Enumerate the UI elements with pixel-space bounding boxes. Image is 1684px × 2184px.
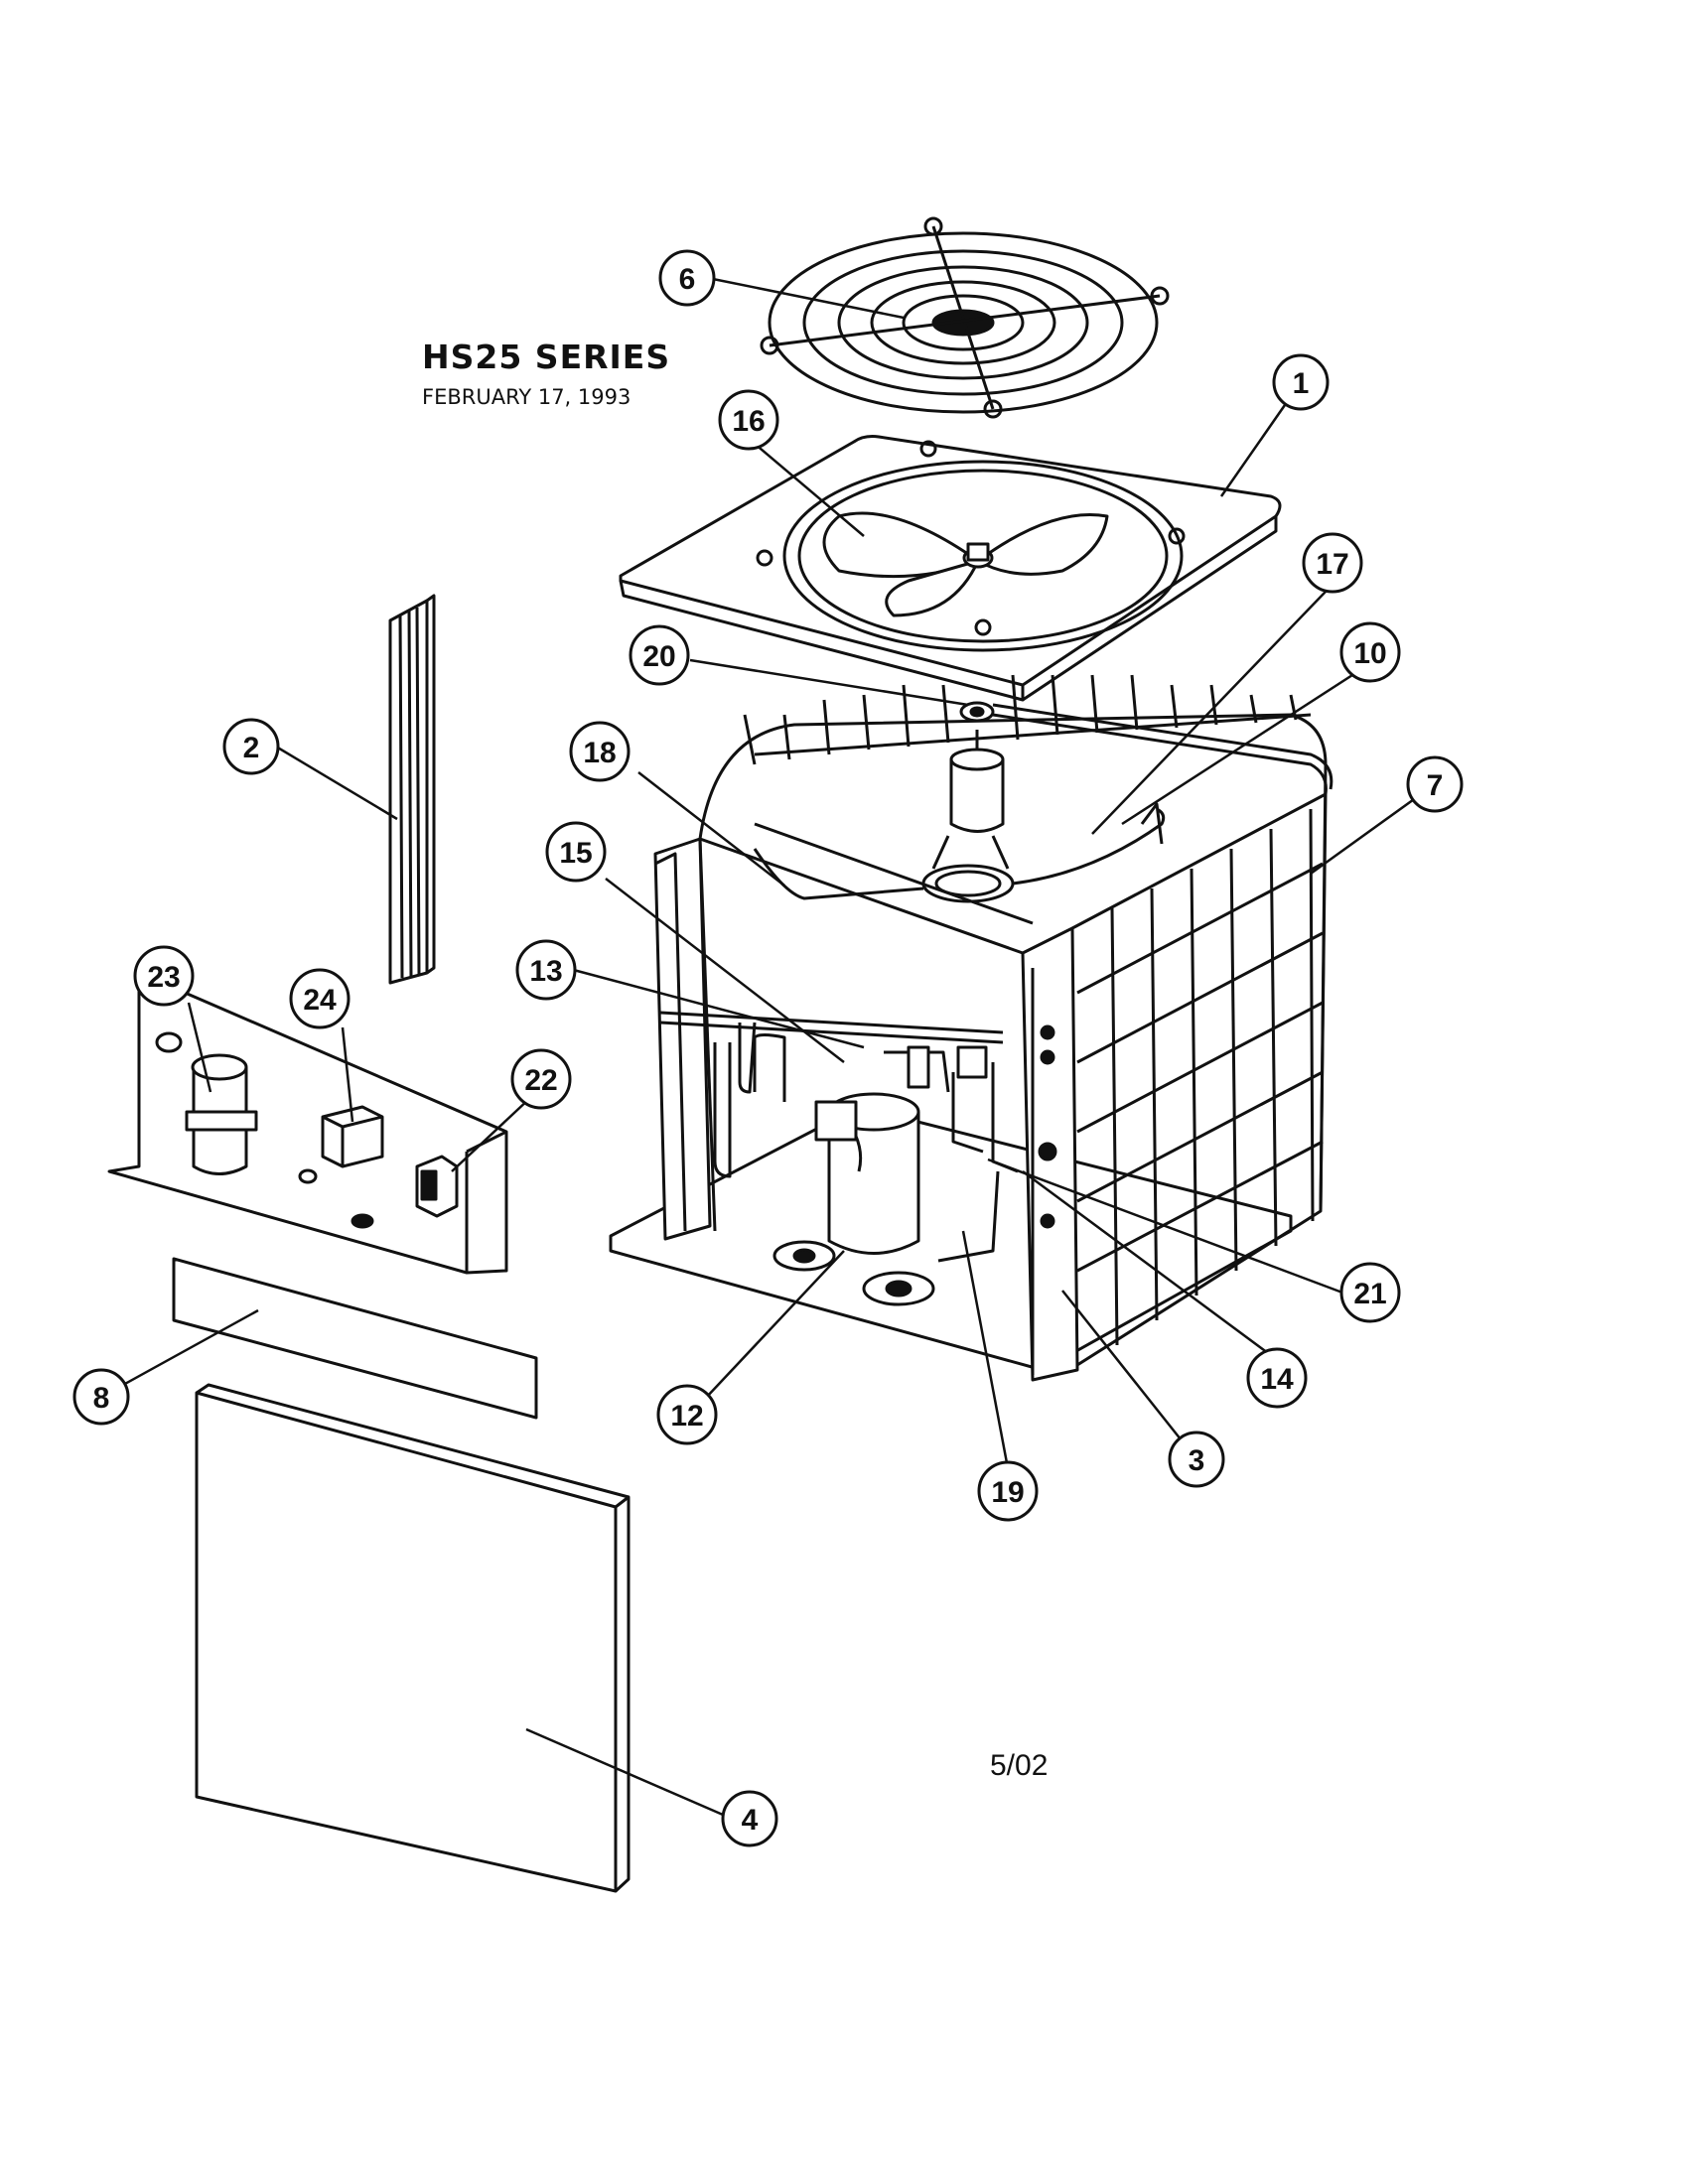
control-panel — [107, 971, 508, 1275]
callout-17: 17 — [1302, 532, 1363, 594]
callout-4: 4 — [721, 1790, 778, 1847]
contactor — [321, 1105, 384, 1168]
callout-3: 3 — [1168, 1431, 1225, 1488]
callout-16: 16 — [718, 389, 779, 451]
callout-8: 8 — [72, 1368, 130, 1426]
svg-text:12: 12 — [670, 1400, 703, 1433]
callout-19: 19 — [977, 1460, 1039, 1522]
svg-text:18: 18 — [583, 737, 616, 769]
callout-22: 22 — [510, 1048, 572, 1110]
svg-text:2: 2 — [243, 732, 260, 764]
cabinet — [609, 674, 1333, 1382]
fan-guard — [760, 216, 1170, 419]
callout-2: 2 — [222, 718, 280, 775]
callouts: 1 2 3 4 6 7 8 10 12 13 14 15 16 17 18 19… — [72, 249, 1464, 1847]
callout-18: 18 — [569, 721, 631, 782]
svg-text:21: 21 — [1353, 1278, 1386, 1310]
access-panel — [195, 1383, 631, 1893]
svg-text:23: 23 — [147, 961, 180, 994]
svg-text:24: 24 — [303, 984, 337, 1017]
callout-21: 21 — [1339, 1262, 1401, 1323]
svg-text:6: 6 — [679, 263, 696, 296]
svg-text:1: 1 — [1293, 367, 1310, 400]
svg-text:16: 16 — [732, 405, 765, 438]
relay — [415, 1155, 459, 1218]
callout-6: 6 — [658, 249, 716, 307]
callout-24: 24 — [289, 968, 351, 1029]
diagram-title: HS25 SERIES — [422, 338, 671, 376]
svg-text:4: 4 — [742, 1804, 759, 1837]
callout-23: 23 — [133, 945, 195, 1007]
diagram-date: FEBRUARY 17, 1993 — [422, 385, 632, 409]
revision-label: 5/02 — [990, 1749, 1049, 1782]
svg-text:7: 7 — [1427, 769, 1444, 802]
svg-text:22: 22 — [524, 1064, 557, 1097]
callout-15: 15 — [545, 821, 607, 883]
callout-14: 14 — [1246, 1347, 1308, 1409]
fan-motor — [949, 701, 1005, 833]
svg-text:10: 10 — [1353, 637, 1386, 670]
label-strip — [172, 1257, 538, 1420]
callout-1: 1 — [1272, 353, 1330, 411]
svg-text:13: 13 — [529, 955, 562, 988]
svg-text:8: 8 — [93, 1382, 110, 1415]
callout-12: 12 — [656, 1384, 718, 1445]
svg-text:14: 14 — [1260, 1363, 1294, 1396]
fan-blade — [822, 511, 1109, 617]
corner-post — [388, 594, 436, 985]
callout-10: 10 — [1339, 621, 1401, 683]
motor-bracket — [753, 802, 1166, 903]
compressor — [772, 1092, 935, 1306]
refrigerant-tubing — [659, 1011, 1019, 1263]
callout-7: 7 — [1406, 755, 1464, 813]
svg-text:20: 20 — [642, 640, 675, 673]
leader-lines — [113, 276, 1436, 1817]
capacitor — [185, 1053, 258, 1175]
svg-text:15: 15 — [559, 837, 592, 870]
svg-text:17: 17 — [1316, 548, 1348, 581]
svg-text:3: 3 — [1189, 1444, 1205, 1477]
svg-text:19: 19 — [991, 1476, 1024, 1509]
callout-20: 20 — [629, 624, 690, 686]
callout-13: 13 — [515, 939, 577, 1001]
